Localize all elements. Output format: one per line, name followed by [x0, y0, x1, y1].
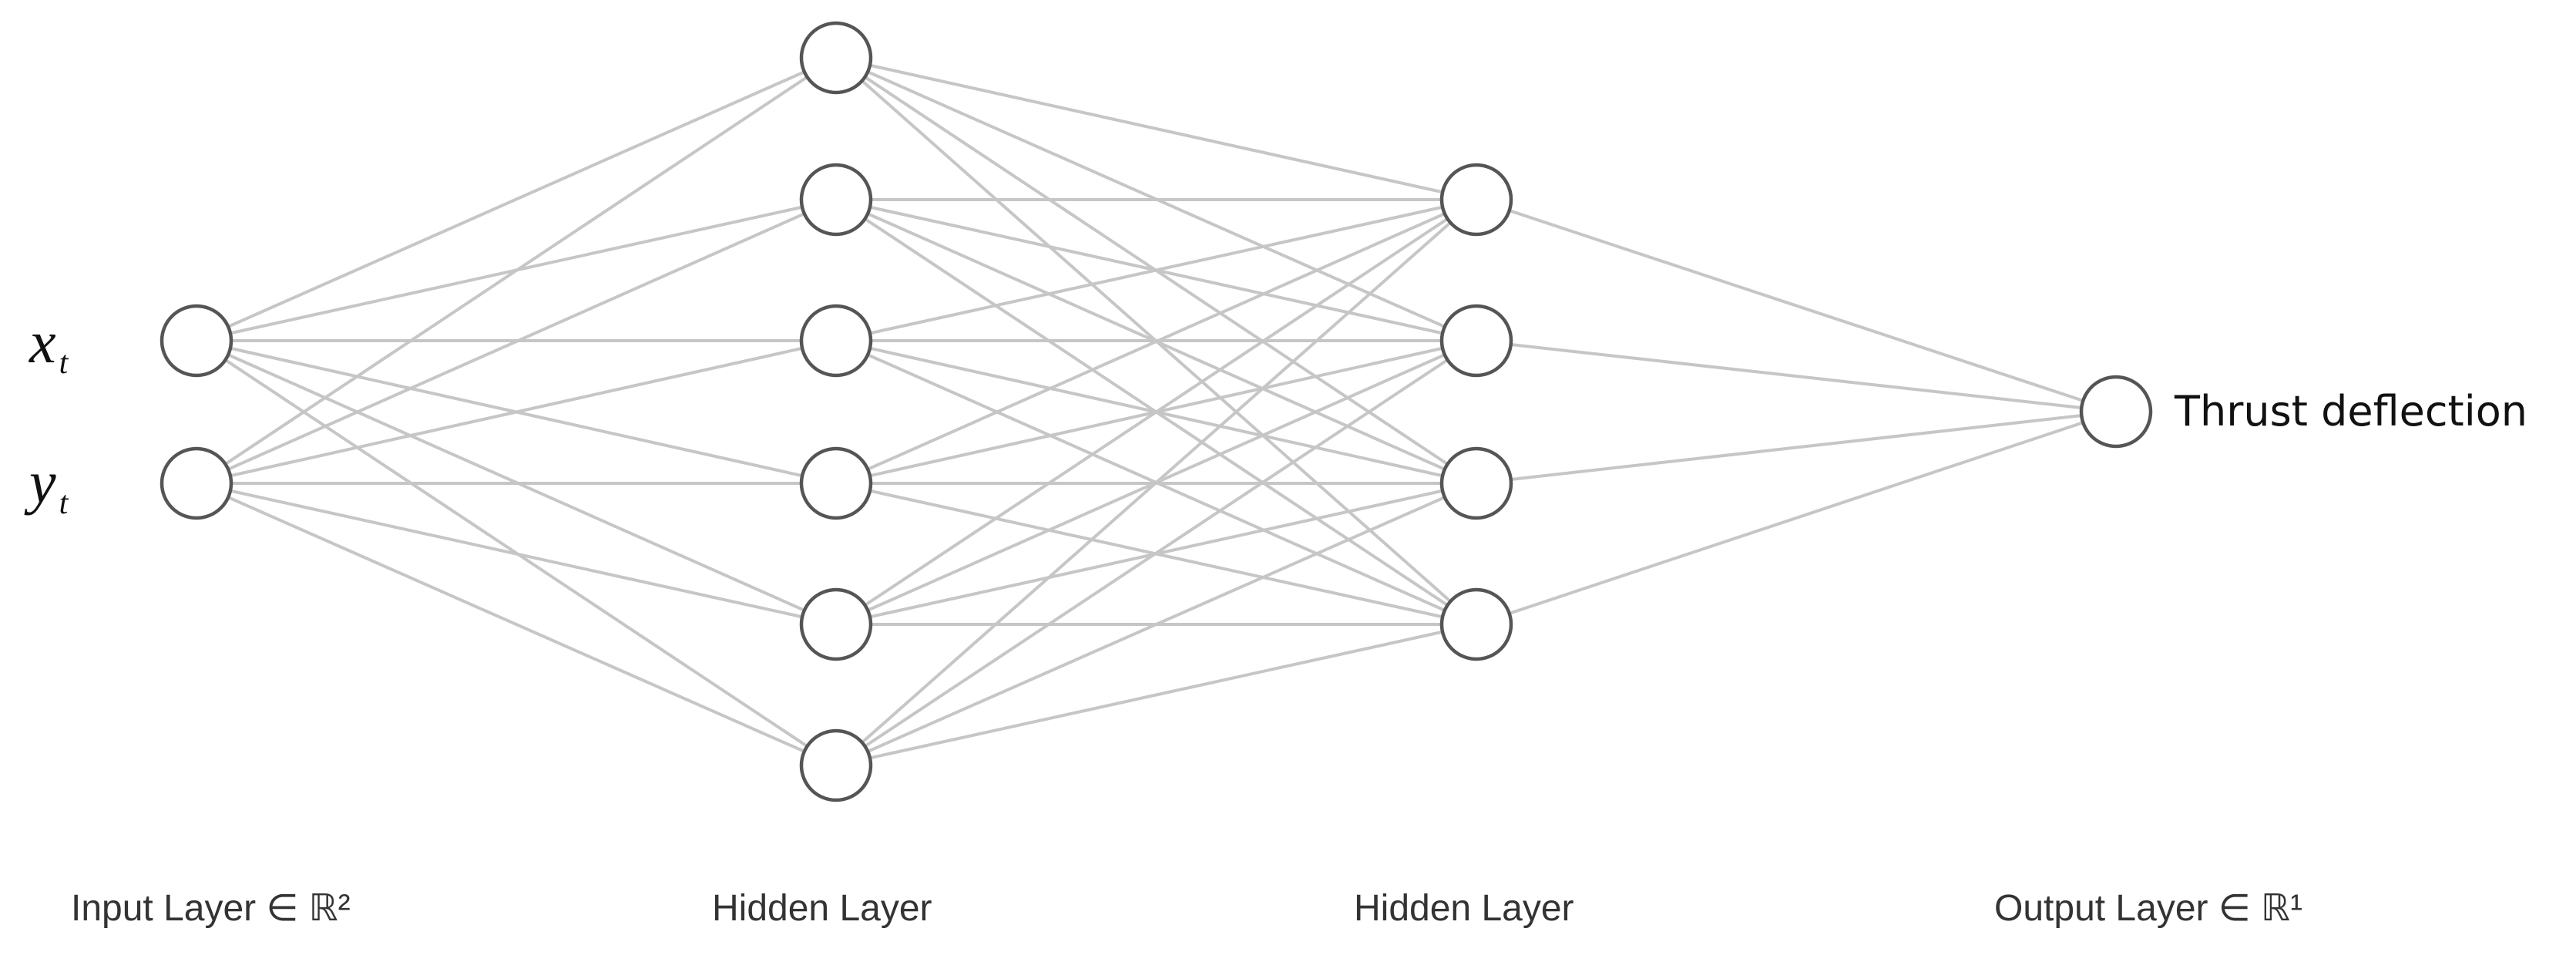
connection-hidden-2-1-to-output-1	[1476, 198, 2117, 413]
connection-hidden-1-3-to-hidden-2-1	[835, 198, 1477, 342]
connection-hidden-1-6-to-hidden-2-4	[835, 623, 1477, 767]
hidden-2-node-2	[1439, 304, 1513, 378]
connection-input-2-to-hidden-1-3	[196, 339, 837, 485]
layer-label-hidden-2: Hidden Layer	[1354, 888, 1574, 929]
hidden-1-node-1	[799, 21, 873, 95]
connection-hidden-1-1-to-hidden-2-1	[835, 56, 1477, 201]
input-label-x: xt	[29, 308, 69, 381]
connection-hidden-2-2-to-output-1	[1476, 339, 2117, 413]
connection-hidden-1-4-to-hidden-2-1	[835, 198, 1477, 485]
hidden-1-node-6	[799, 728, 873, 802]
connection-input-2-to-hidden-1-5	[196, 482, 837, 626]
input-node-2	[160, 446, 233, 520]
connection-input-1-to-hidden-1-1	[196, 56, 837, 342]
layer-label-hidden-1: Hidden Layer	[712, 888, 932, 929]
connection-hidden-2-3-to-output-1	[1476, 410, 2117, 485]
hidden-1-node-4	[799, 446, 873, 520]
connection-hidden-1-6-to-hidden-2-3	[835, 482, 1477, 767]
connection-hidden-1-6-to-hidden-2-1	[835, 198, 1478, 767]
connections	[195, 56, 2117, 767]
neurons	[160, 21, 2153, 802]
input-label-y: yt	[24, 449, 69, 521]
output-label: Thrust deflection	[2174, 387, 2527, 436]
layer-label-input: Input Layer ∈ ℝ²	[71, 888, 351, 929]
connection-input-2-to-hidden-1-2	[196, 198, 837, 485]
connection-hidden-1-6-to-hidden-2-2	[835, 339, 1478, 767]
connection-input-2-to-hidden-1-6	[196, 482, 837, 767]
connection-hidden-2-4-to-output-1	[1476, 410, 2117, 626]
connection-hidden-1-5-to-hidden-2-1	[835, 198, 1478, 626]
layer-label-output: Output Layer ∈ ℝ¹	[1994, 888, 2302, 929]
hidden-1-node-5	[799, 587, 873, 661]
hidden-1-node-2	[799, 163, 873, 237]
connection-input-2-to-hidden-1-1	[195, 56, 838, 485]
input-node-1	[160, 304, 233, 378]
hidden-2-node-1	[1439, 163, 1513, 237]
hidden-1-node-3	[799, 304, 873, 378]
hidden-2-node-4	[1439, 587, 1513, 661]
hidden-2-node-3	[1439, 446, 1513, 520]
output-node-1	[2079, 375, 2153, 449]
